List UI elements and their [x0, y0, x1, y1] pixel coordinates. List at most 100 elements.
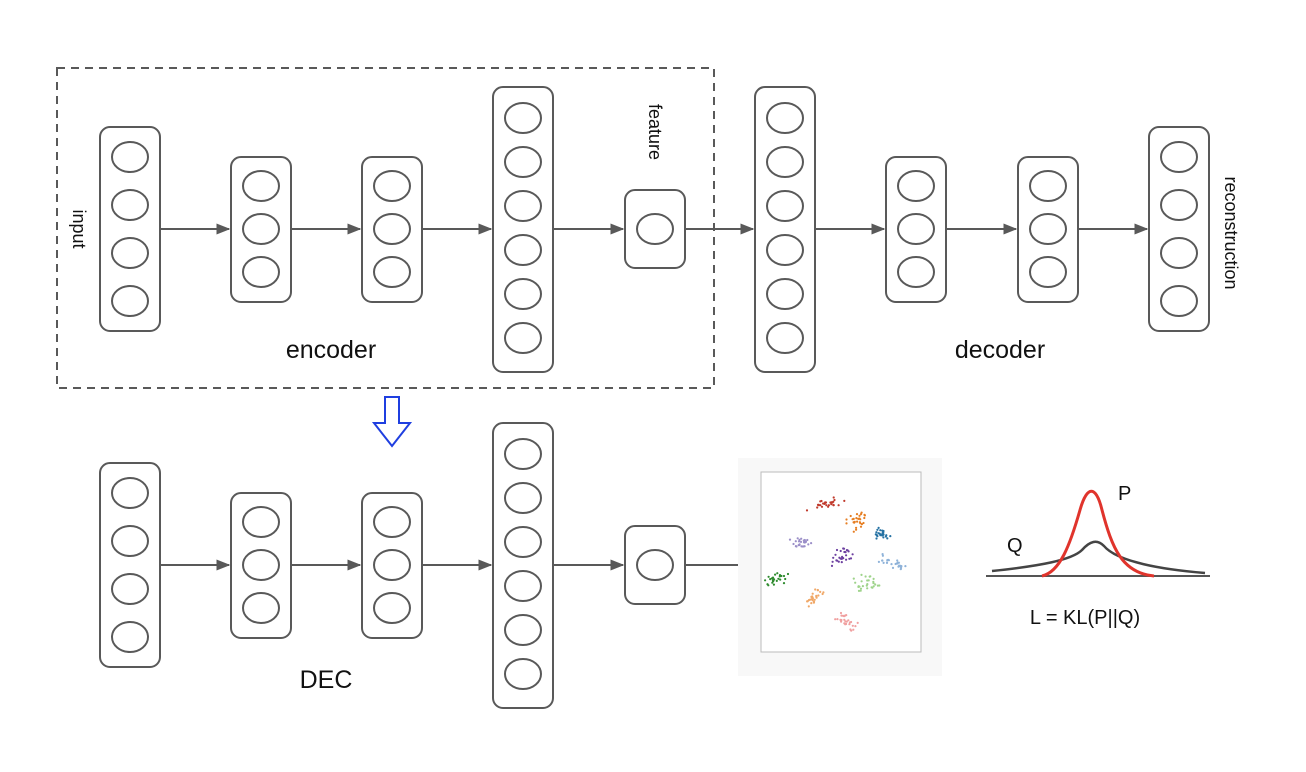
neuron — [242, 256, 280, 288]
decoder-label: decoder — [955, 336, 1045, 364]
cluster-point — [855, 517, 858, 520]
q-label: Q — [1007, 535, 1023, 557]
cluster-point — [875, 537, 878, 540]
p-label: P — [1118, 483, 1131, 505]
neuron — [636, 549, 674, 581]
cluster-point — [877, 532, 880, 535]
cluster-point — [852, 628, 855, 631]
cluster-point — [885, 534, 888, 537]
cluster-point — [836, 618, 839, 621]
neuron — [373, 213, 411, 245]
loss-label: L = KL(P||Q) — [1030, 607, 1140, 629]
cluster-point — [843, 499, 846, 502]
cluster-point — [842, 557, 845, 560]
cluster-point — [767, 584, 770, 587]
cluster-point — [825, 504, 828, 507]
cluster-point — [786, 572, 790, 576]
neuron — [1029, 213, 1067, 245]
cluster-point — [792, 542, 795, 546]
neuron — [504, 234, 542, 266]
neuron — [504, 146, 542, 178]
neuron — [766, 102, 804, 134]
cluster-point — [904, 565, 907, 568]
cluster-point — [769, 578, 772, 581]
cluster-point — [764, 579, 767, 582]
neuron — [242, 506, 280, 538]
decoder-hidden-layer-2 — [885, 156, 947, 303]
cluster-point — [859, 522, 862, 525]
dec-row: DEC — [99, 422, 755, 709]
cluster-point — [899, 564, 902, 568]
dec-feature-layer — [624, 525, 686, 605]
neuron — [504, 614, 542, 646]
neuron — [242, 549, 280, 581]
cluster-point — [882, 536, 885, 539]
cluster-point — [811, 595, 814, 598]
cluster-point — [777, 577, 780, 580]
cluster-point — [773, 578, 776, 581]
cluster-point — [795, 545, 798, 548]
neuron — [636, 213, 674, 245]
cluster-point — [832, 500, 835, 503]
cluster-point — [809, 598, 812, 601]
cluster-point — [881, 553, 884, 556]
cluster-point — [833, 498, 836, 502]
cluster-point — [860, 580, 863, 583]
cluster-point — [859, 525, 863, 528]
cluster-point — [868, 575, 871, 578]
cluster-point — [887, 558, 890, 561]
cluster-point — [838, 556, 841, 559]
cluster-point — [831, 560, 834, 563]
input-label: input — [69, 209, 89, 248]
cluster-point — [862, 521, 865, 525]
cluster-point — [845, 522, 848, 525]
cluster-point — [823, 502, 826, 505]
cluster-point — [815, 594, 818, 597]
cluster-point — [812, 600, 816, 603]
cluster-point — [882, 530, 885, 533]
cluster-point — [877, 526, 880, 530]
cluster-point — [858, 517, 861, 520]
cluster-point — [843, 618, 846, 621]
neuron — [897, 170, 935, 202]
cluster-point — [854, 625, 857, 628]
cluster-point — [879, 529, 882, 532]
cluster-point — [778, 574, 782, 577]
cluster-point — [894, 562, 897, 566]
cluster-point — [845, 518, 848, 521]
cluster-point — [876, 528, 879, 531]
neuron — [504, 278, 542, 310]
cluster-point — [820, 505, 824, 508]
dec-hidden-layer-1 — [230, 492, 292, 639]
cluster-point — [832, 556, 835, 559]
neuron — [373, 256, 411, 288]
cluster-point — [814, 588, 817, 591]
dec-hidden-layer-2 — [361, 492, 423, 639]
p-distribution-curve — [1041, 489, 1155, 578]
neuron — [504, 190, 542, 222]
cluster-point — [832, 496, 835, 499]
neuron — [766, 234, 804, 266]
cluster-point — [867, 579, 870, 582]
cluster-point — [810, 542, 813, 545]
distribution-plot: P Q L = KL(P||Q) — [986, 483, 1210, 629]
cluster-point — [839, 618, 842, 622]
cluster-point — [788, 538, 792, 541]
cluster-point — [872, 577, 875, 581]
cluster-point — [879, 533, 882, 536]
cluster-point — [798, 543, 801, 546]
cluster-point — [799, 540, 803, 544]
cluster-point — [860, 511, 863, 514]
cluster-point — [852, 577, 855, 580]
cluster-point — [853, 520, 856, 524]
cluster-point — [832, 504, 835, 507]
cluster-point — [779, 578, 782, 581]
cluster-point — [885, 561, 889, 564]
cluster-point — [782, 582, 786, 585]
neuron — [111, 189, 149, 221]
cluster-point — [872, 585, 875, 588]
cluster-point — [852, 530, 855, 533]
cluster-point — [839, 549, 842, 553]
neuron — [373, 592, 411, 624]
neuron — [897, 256, 935, 288]
